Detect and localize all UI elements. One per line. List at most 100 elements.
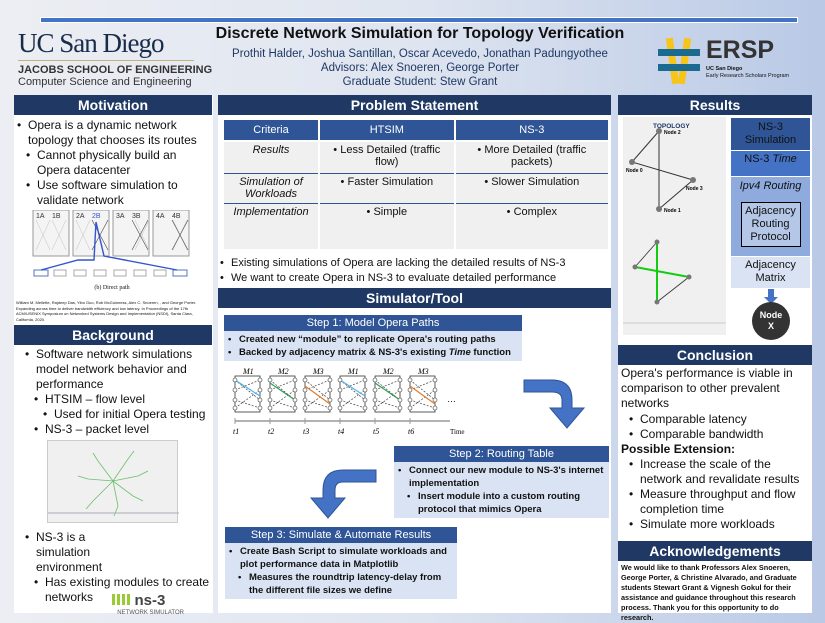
- motivation-header: Motivation: [14, 95, 212, 115]
- port: [432, 377, 438, 383]
- port: [397, 405, 403, 411]
- time-label: t4: [338, 427, 344, 436]
- conclusion-intro: Opera's performance is viable in compari…: [621, 366, 793, 410]
- port: [407, 387, 413, 393]
- step1-header: Step 1: Model Opera Paths: [224, 315, 522, 331]
- ucsd-wordmark: UC San Diego: [18, 28, 194, 61]
- cell: • Faster Simulation: [318, 172, 456, 203]
- list-item: Backed by adjacency matrix & NS-3's exis…: [228, 346, 518, 359]
- list-item: Comparable bandwidth: [629, 427, 811, 442]
- matching-edges: [374, 379, 401, 409]
- port: [302, 405, 308, 411]
- col-header: NS-3: [453, 118, 611, 142]
- list-item: Opera is a dynamic network topology that…: [17, 118, 211, 148]
- port: [432, 405, 438, 411]
- ersp-logo: ERSP UC San Diego Early Research Scholar…: [656, 36, 801, 88]
- down-arrow-icon: [523, 379, 586, 429]
- ns3-time-box: NS-3 Time: [731, 151, 810, 176]
- background-header: Background: [14, 325, 212, 345]
- ipv4-routing-box: Ipv4 Routing Adjacency Routing Protocol: [731, 177, 810, 256]
- fig-label: 1A: [36, 213, 45, 220]
- cell: • Complex: [453, 202, 611, 249]
- table-row: Simulation of Workloads• Faster Simulati…: [222, 172, 611, 203]
- highlighted-path: [339, 379, 366, 397]
- port: [372, 377, 378, 383]
- list-item: Connect our new module to NS-3's interne…: [398, 464, 605, 490]
- fig-label: 3B: [132, 213, 141, 220]
- list-item: Insert module into a custom routing prot…: [407, 490, 605, 516]
- port: [337, 397, 343, 403]
- port: [372, 405, 378, 411]
- cell: • Less Detailed (traffic flow): [318, 141, 456, 173]
- ellipsis: …: [447, 394, 456, 404]
- step3-header: Step 3: Simulate & Automate Results: [225, 527, 457, 543]
- citation: William M. Mellette, Rajdeep Das, Yibo G…: [16, 300, 197, 322]
- matching-edges: [409, 379, 436, 409]
- col-header: Criteria: [222, 118, 320, 142]
- ersp-sub: UC San Diego: [706, 66, 743, 72]
- list-item: Created new “module” to replicate Opera'…: [228, 333, 518, 346]
- port: [267, 405, 273, 411]
- node-label: Node 1: [664, 208, 681, 214]
- adjacency-matrix-box: Adjacency Matrix: [731, 257, 810, 288]
- step2-header: Step 2: Routing Table: [394, 446, 609, 462]
- cell: Results: [222, 141, 320, 173]
- table-row: Results• Less Detailed (traffic flow)• M…: [222, 141, 611, 173]
- list-item: Measures the roundtrip latency-delay fro…: [238, 571, 453, 597]
- cell: Simulation of Workloads: [222, 172, 320, 203]
- port: [232, 405, 238, 411]
- title-bar: [40, 17, 798, 23]
- port: [397, 397, 403, 403]
- list-item: HTSIM – flow level: [34, 392, 213, 407]
- port: [257, 397, 263, 403]
- port: [232, 387, 238, 393]
- matching-label: M1: [347, 367, 359, 376]
- matching-box: [269, 375, 296, 413]
- port: [337, 387, 343, 393]
- step1-body: Created new “module” to replicate Opera'…: [224, 331, 522, 361]
- port: [267, 387, 273, 393]
- matching-edges: [269, 379, 296, 409]
- node-label: Node 2: [664, 130, 681, 136]
- highlighted-path: [409, 385, 436, 405]
- list-item: Used for initial Opera testing: [43, 407, 213, 422]
- step2-body: Connect our new module to NS-3's interne…: [394, 462, 609, 518]
- port: [397, 377, 403, 383]
- conclusion-body: Opera's performance is viable in compari…: [621, 366, 811, 532]
- cell: Implementation: [222, 202, 320, 249]
- list-item: Existing simulations of Opera are lackin…: [220, 256, 610, 271]
- jacobs-label: JACOBS SCHOOL OF ENGINEERING: [18, 64, 213, 76]
- time-label: t2: [268, 427, 274, 436]
- dept-label: Computer Science and Engineering: [18, 76, 192, 88]
- time-label: t1: [233, 427, 239, 436]
- port: [257, 377, 263, 383]
- time-label: t3: [303, 427, 309, 436]
- matching-edges: [304, 379, 331, 409]
- port: [232, 397, 238, 403]
- port: [432, 397, 438, 403]
- fig-label: 4B: [172, 213, 181, 220]
- topology-title: TOPOLOGY: [653, 123, 690, 130]
- port: [292, 397, 298, 403]
- advisors: Advisors: Alex Snoeren, George Porter: [320, 62, 520, 74]
- fig-label: 4A: [156, 213, 165, 220]
- motivation-list: Opera is a dynamic network topology that…: [17, 118, 211, 208]
- list-item: NS-3 is a simulation environment: [25, 530, 213, 575]
- ns3-logo: ns-3 NETWORK SIMULATOR: [112, 592, 202, 616]
- port: [232, 377, 238, 383]
- grad-student: Graduate Student: Stew Grant: [342, 76, 498, 88]
- port: [407, 397, 413, 403]
- ersp-wordmark: ERSP: [706, 36, 775, 64]
- cell: • Simple: [318, 202, 456, 249]
- port: [327, 387, 333, 393]
- port: [327, 397, 333, 403]
- port: [337, 377, 343, 383]
- time-label: t5: [373, 427, 379, 436]
- port: [432, 387, 438, 393]
- port: [337, 405, 343, 411]
- ns3-subtitle: NETWORK SIMULATOR: [117, 610, 184, 616]
- port: [257, 405, 263, 411]
